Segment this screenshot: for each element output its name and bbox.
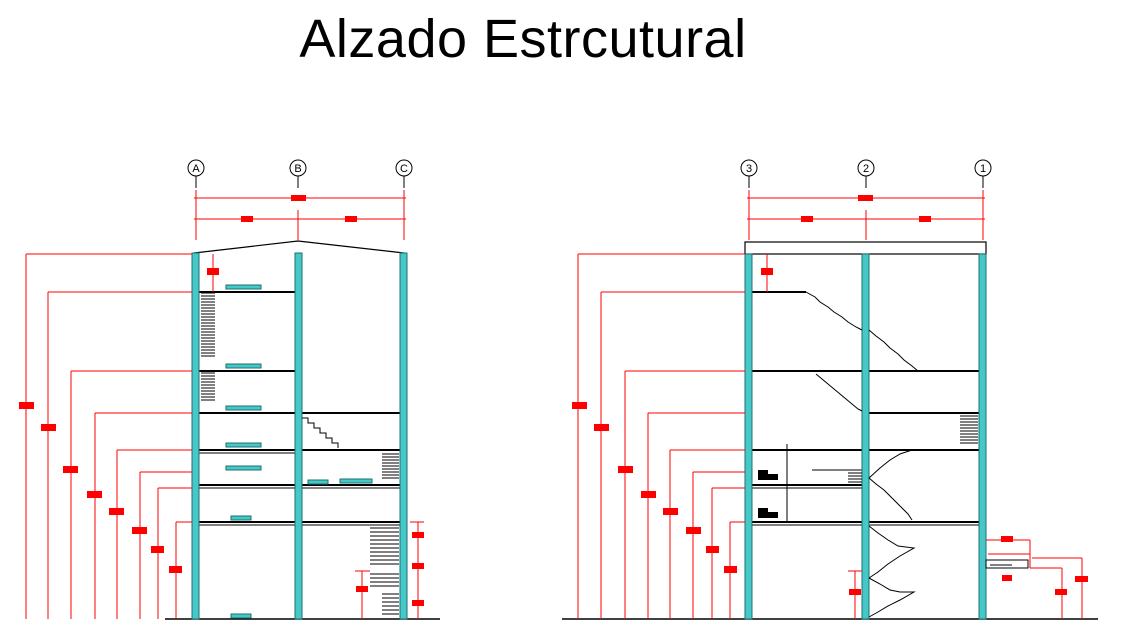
dimension-tags-vertical-right <box>572 268 1088 595</box>
elevation-left: A B C <box>19 159 440 620</box>
roof-profile-left <box>193 240 405 254</box>
column-c <box>399 252 408 620</box>
vertical-dimensions-right <box>577 253 1083 619</box>
axis-label-b: B <box>294 163 301 175</box>
stair-hatch-right <box>848 415 978 483</box>
column-2 <box>861 253 870 620</box>
column-b <box>294 252 303 620</box>
vertical-dimensions-left <box>25 253 424 619</box>
axis-marker-2: 2 <box>857 159 875 188</box>
axis-label-1: 1 <box>980 163 986 175</box>
columns-left <box>191 252 408 620</box>
roof-parapet-right <box>744 241 987 255</box>
axis-marker-b: B <box>289 159 307 188</box>
cantilever-detail-right <box>985 559 1029 569</box>
stair-hatch-right-bay <box>370 453 399 615</box>
axis-label-3: 3 <box>746 163 752 175</box>
dimension-tags-vertical-left <box>19 268 424 606</box>
axis-marker-c: C <box>395 159 413 188</box>
axis-label-c: C <box>400 163 408 175</box>
axis-label-a: A <box>192 163 200 175</box>
drawing-title: Alzado Estrcutural <box>299 9 747 69</box>
column-a <box>191 252 200 620</box>
stair-hatch-left-bay <box>201 292 215 401</box>
axis-marker-3: 3 <box>740 159 758 188</box>
stair-flights-right <box>786 291 919 618</box>
stair-flight-right-bay <box>302 417 339 448</box>
dimension-tags-top-left <box>241 195 357 222</box>
columns-right <box>744 253 987 620</box>
stair-blocks-right <box>758 470 778 518</box>
axis-label-2: 2 <box>863 163 869 175</box>
axis-marker-a: A <box>187 159 205 188</box>
column-3 <box>744 253 753 620</box>
beams-left <box>225 284 373 619</box>
axis-marker-1: 1 <box>974 159 992 188</box>
elevation-right: 3 2 1 <box>562 159 1098 620</box>
column-1 <box>978 253 987 620</box>
dimension-tags-top-right <box>801 195 931 222</box>
